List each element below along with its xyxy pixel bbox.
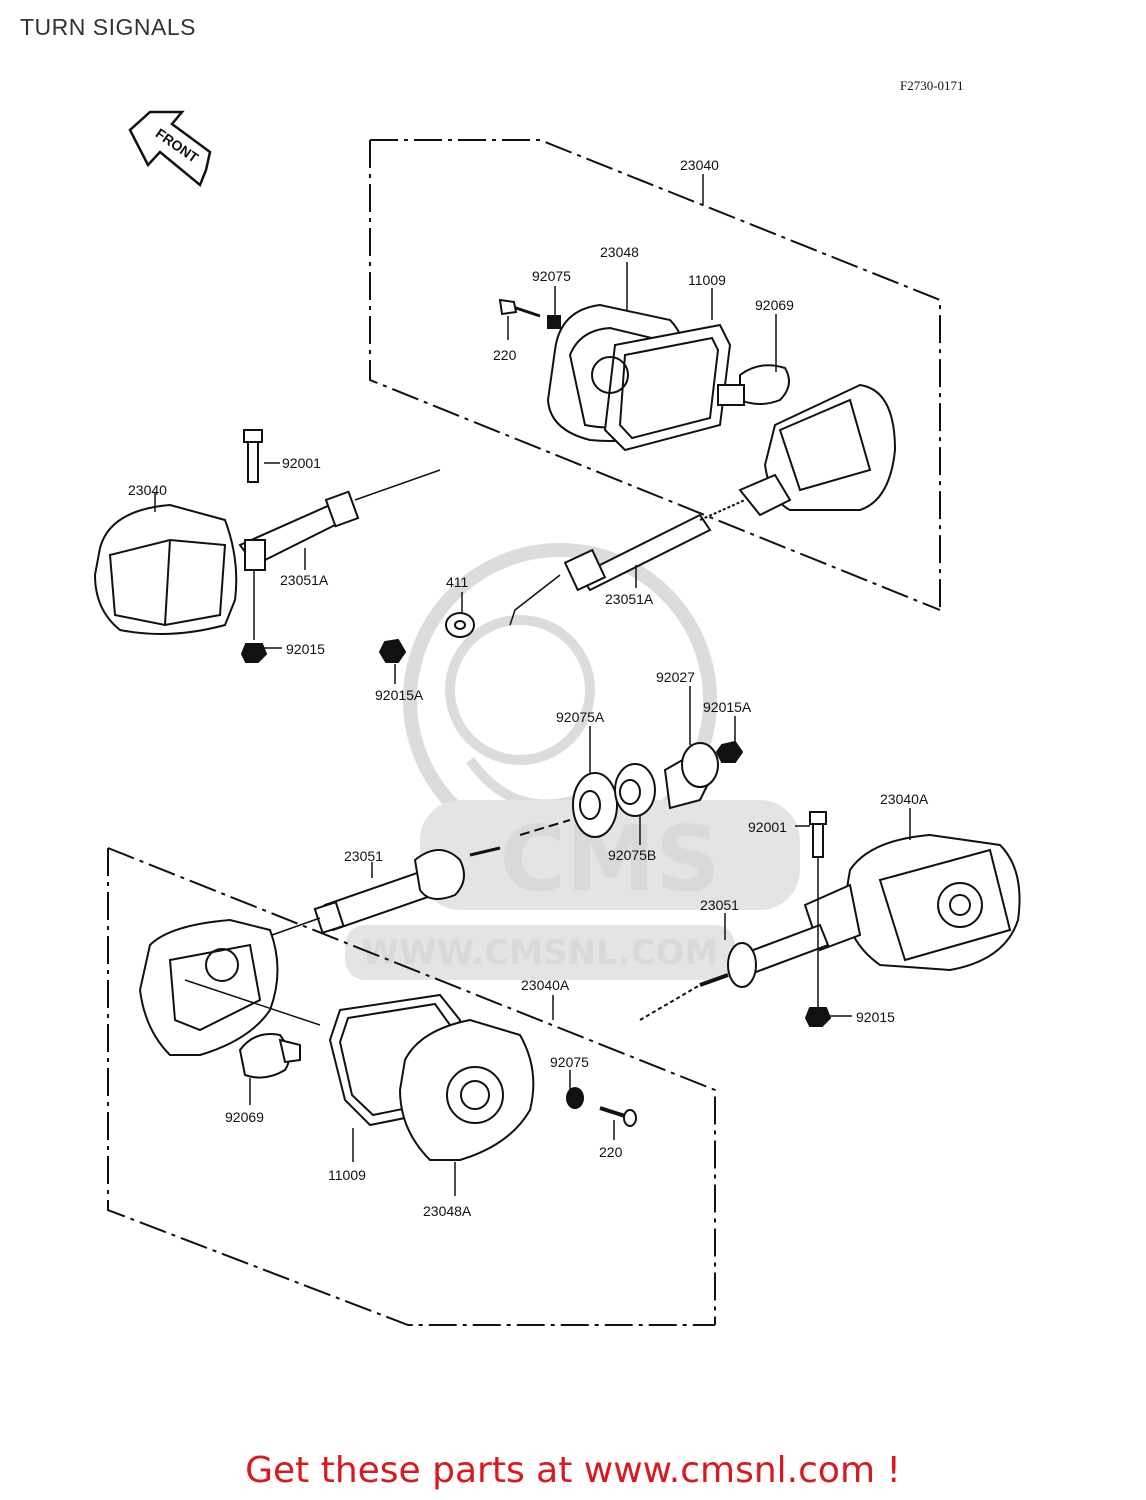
label-bottom-lens: 23048A — [423, 1203, 472, 1219]
label-bottom-screw: 220 — [599, 1144, 623, 1160]
washer-411 — [445, 612, 475, 638]
front-arrow-icon: FRONT — [128, 110, 212, 188]
page-title: TURN SIGNALS — [20, 14, 196, 40]
label-right-housing: 23040A — [880, 791, 929, 807]
center-stem — [313, 846, 501, 935]
left-housing — [93, 429, 441, 663]
label-center-stem: 23051 — [344, 848, 383, 864]
label-top-gasket: 11009 — [688, 272, 726, 288]
label-top-nut-small: 92075 — [532, 268, 571, 284]
label-collar: 92027 — [656, 669, 695, 685]
label-left-nut: 92015 — [286, 641, 325, 657]
label-washer: 411 — [446, 574, 469, 590]
bottom-assembly-outline — [107, 847, 716, 1326]
label-bottom-assembly: 23040A — [521, 977, 570, 993]
right-lower-housing — [639, 811, 1021, 1027]
watermark: CMS WWW.CMSNL.COM — [345, 543, 800, 980]
nut-92015a-left — [378, 638, 407, 663]
parts-diagram: CMS WWW.CMSNL.COM FRONT — [93, 110, 1021, 1326]
label-right-nut: 92015 — [856, 1009, 895, 1025]
watermark-url: WWW.CMSNL.COM — [362, 933, 719, 973]
label-top-bulb: 92069 — [755, 297, 794, 313]
label-nut-a-right: 92015A — [703, 699, 752, 715]
label-right-bolt: 92001 — [748, 819, 787, 835]
grommet-group — [519, 740, 744, 838]
label-bottom-nut-small: 92075 — [550, 1054, 589, 1070]
label-bottom-gasket: 11009 — [328, 1167, 366, 1183]
label-left-bolt: 92001 — [282, 455, 321, 471]
right-upper-housing — [509, 383, 897, 626]
label-right-stem-lower: 23051 — [700, 897, 739, 913]
bottom-lens-group — [328, 993, 637, 1161]
label-grommet-a: 92075A — [556, 709, 605, 725]
label-top-screw: 220 — [493, 347, 517, 363]
top-assembly-outline — [369, 139, 941, 611]
label-left-stem: 23051A — [280, 572, 329, 588]
label-left-housing: 23040 — [128, 482, 167, 498]
diagram-code: F2730-0171 — [900, 78, 964, 93]
label-top-assembly: 23040 — [680, 157, 719, 173]
label-nut-a-left: 92015A — [375, 687, 424, 703]
top-lens-group — [498, 298, 790, 452]
label-right-stem: 23051A — [605, 591, 654, 607]
label-bottom-bulb: 92069 — [225, 1109, 264, 1125]
label-grommet-b: 92075B — [608, 847, 656, 863]
bottom-housing — [138, 917, 321, 1079]
label-top-lens: 23048 — [600, 244, 639, 260]
footer-promo-link[interactable]: Get these parts at www.cmsnl.com ! — [245, 1450, 901, 1491]
